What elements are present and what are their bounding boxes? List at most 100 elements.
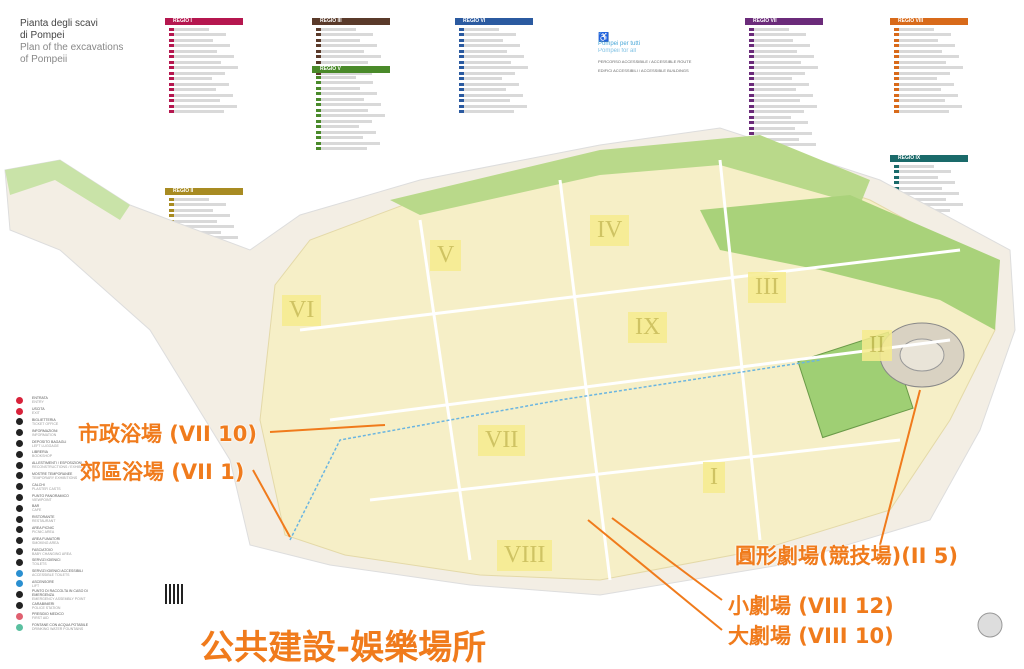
regio-entry (894, 33, 951, 36)
regio-entry (169, 88, 216, 91)
regio-entry (316, 55, 381, 58)
legend-label-en: DRINKING WATER FOUNTAINS (32, 627, 84, 632)
regio-list: REGIO V (312, 66, 390, 150)
regio-entry (894, 170, 951, 173)
legend-icon (16, 396, 23, 404)
regio-entry (316, 103, 381, 106)
regio-entry (749, 71, 805, 75)
legend-label-it: FASCIATOIO (32, 547, 53, 552)
legend-label-en: PLASTER CASTS (32, 486, 61, 491)
regio-entry (894, 27, 934, 31)
legend-label-en: SMOKING AREA (32, 540, 59, 545)
regio-entry (316, 108, 368, 112)
regio-entry (459, 55, 524, 58)
legend-label-en: TICKET OFFICE (32, 421, 59, 426)
wheelchair-icon: ♿ (598, 32, 610, 42)
qr-code[interactable] (165, 584, 185, 604)
regio-entry (894, 181, 955, 184)
legend-label-en: EXIT (32, 411, 40, 416)
regio-entry (749, 77, 792, 80)
regio-list: REGIO VII (745, 18, 823, 146)
access-building: EDIFICI ACCESSIBILI / ACCESSIBLE BUILDIN… (598, 68, 689, 73)
regio-entry (894, 93, 958, 97)
regio-header: REGIO VII (745, 18, 823, 25)
legend-label-it: PUNTO DI RACCOLTA IN CASO DI EMERGENZA (32, 588, 88, 597)
regio-header: REGIO VI (455, 18, 533, 25)
legend-label-en: POLICE STATION (32, 605, 61, 610)
regio-entry (316, 125, 359, 128)
legend-label-it: PUNTO PANORAMICO (32, 493, 69, 498)
legend-icon (16, 472, 23, 480)
legend-icon (16, 418, 23, 426)
annotation-large-theatre: 大劇場 (VIII 10) (728, 624, 894, 648)
regio-header: REGIO VIII (890, 18, 968, 25)
regio-entry (169, 82, 229, 86)
regio-entry (749, 104, 817, 108)
regio-entry (894, 175, 938, 179)
streets (299, 159, 961, 581)
legend-icon (16, 450, 23, 458)
regio-entry (316, 44, 377, 47)
legend-label-en: CAFE (32, 508, 42, 513)
legend-icon (16, 602, 23, 610)
legend-label-it: FONTANE CON ACQUA POTABILE (32, 623, 89, 628)
regio-entry (749, 121, 808, 124)
regio-entry (749, 44, 810, 47)
legend-label-it: PRESIDIO MEDICO (32, 612, 64, 617)
regio-entry (169, 66, 238, 69)
regio-entry (749, 49, 797, 53)
regio-entry (316, 141, 380, 145)
regio-entry (316, 147, 367, 150)
regio-entry (169, 93, 233, 97)
regio-header: REGIO I (165, 18, 243, 25)
title-it-2: di Pompei (20, 30, 65, 41)
regio-entry (459, 93, 523, 97)
region-label: VI (282, 295, 322, 326)
legend-label-it: BAR (32, 504, 40, 509)
regio-entry (316, 86, 360, 90)
legend-label-it: AREA FUMATORI (32, 536, 61, 541)
regio-entry (169, 49, 217, 53)
regio-entry (459, 110, 514, 113)
regio-entry (316, 97, 364, 101)
regio-entry (459, 104, 527, 108)
legend-icon (16, 537, 23, 545)
regio-entry (459, 77, 502, 80)
legend-label-en: FIRST AID (32, 616, 49, 621)
regio-entry (169, 60, 221, 64)
regio-entry (894, 77, 937, 80)
title-en-1: Plan of the excavations (20, 42, 124, 53)
regio-entry (749, 99, 800, 102)
annotation-leaders (252, 389, 921, 631)
legend-icon (16, 461, 23, 469)
legend-label-it: BIGLIETTERIA (32, 417, 56, 422)
region-label: V (430, 240, 462, 271)
legend-label-it: MOSTRE TEMPORANEE (32, 471, 73, 476)
regio-entry (316, 75, 356, 79)
regio-entry (316, 27, 356, 31)
region-label: VII (478, 425, 526, 456)
legend-label-it: SERVIZI IGIENICI (32, 558, 61, 563)
regio-list: REGIO VI (455, 18, 533, 113)
legend-label-it: INFORMAZIONI (32, 428, 58, 433)
legend-label-en: VIEWPOINT (32, 497, 52, 502)
regio-entry (459, 44, 520, 47)
